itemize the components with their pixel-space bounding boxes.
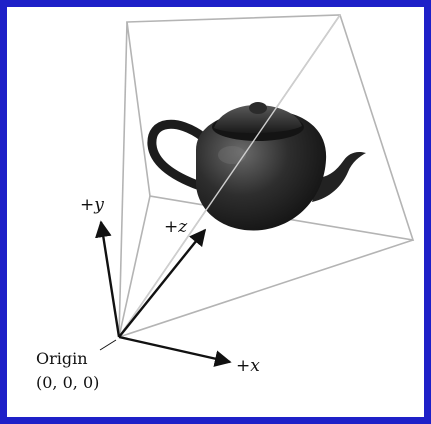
teapot-highlight: [218, 146, 246, 164]
coordinate-axes: [95, 220, 232, 367]
teapot-body: [196, 109, 327, 231]
x-axis-arrow: [118, 335, 232, 367]
y-axis-label: +y: [80, 195, 104, 215]
frustum-edge-bottom-left: [118, 195, 151, 338]
origin-label: Origin: [36, 349, 88, 368]
x-axis-label: +x: [236, 356, 260, 376]
frustum-edge-overlay: [118, 14, 341, 338]
teapot-knob: [249, 102, 267, 114]
teapot-handle: [147, 119, 208, 191]
z-axis-arrow: [118, 228, 207, 338]
y-axis-arrow: [95, 220, 121, 338]
teapot-spout: [312, 151, 366, 202]
teapot: [147, 102, 366, 231]
z-axis-label: +z: [164, 217, 188, 237]
origin-coordinates: (0, 0, 0): [36, 373, 99, 392]
teapot-lid: [214, 104, 302, 134]
frustum-edge-bottom-right: [118, 239, 414, 338]
frustum-edge-top-left: [118, 21, 128, 338]
origin-leader-line: [99, 339, 117, 351]
